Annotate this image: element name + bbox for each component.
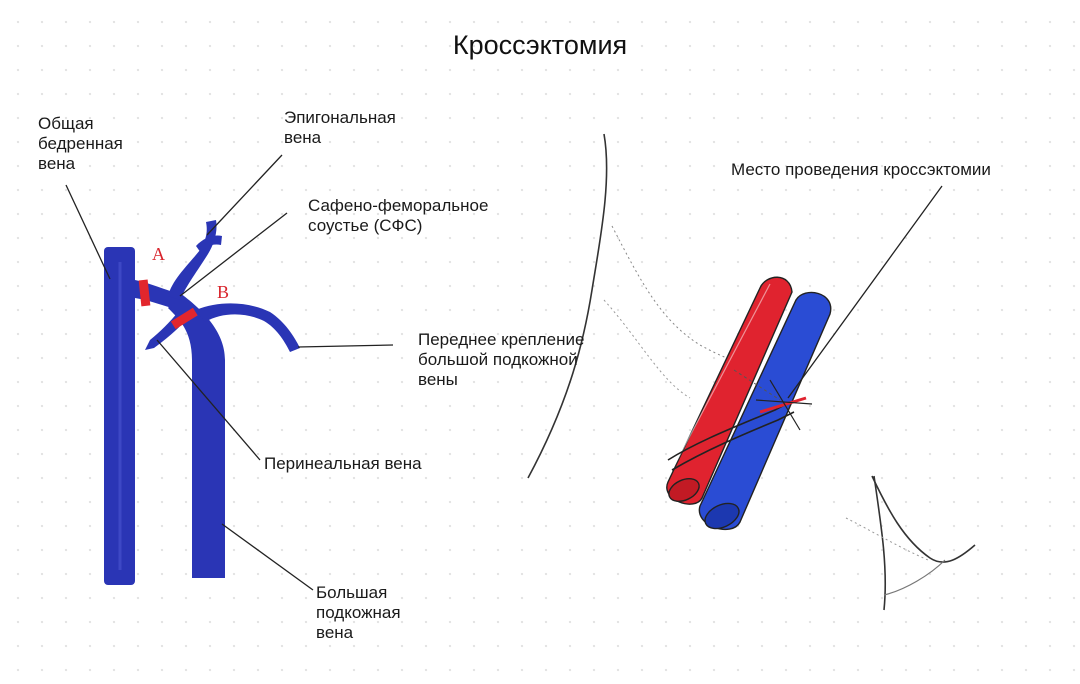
marker-b: B	[217, 282, 230, 302]
label-anterior-accessory: Переднее крепление большой подкожной вен…	[418, 330, 585, 389]
label-epigastric-vein: Эпигональная вена	[284, 108, 396, 147]
label-crossectomy-site: Место проведения кроссэктомии	[731, 160, 991, 179]
label-sfj: Сафено-феморальное соустье (СФС)	[308, 196, 489, 235]
epigastric-branch	[168, 220, 217, 300]
diagram-title: Кроссэктомия	[452, 30, 628, 60]
label-great-saphenous-vein: Большая подкожная вена	[316, 583, 401, 642]
marker-a: A	[152, 244, 165, 264]
great-saphenous-vein	[168, 293, 225, 578]
ligature-a	[138, 279, 151, 307]
surgical-illustration	[527, 133, 976, 611]
label-perineal-vein: Перинеальная вена	[264, 454, 422, 473]
ligature-b	[170, 307, 198, 330]
label-common-femoral-vein: Общая бедренная вена	[38, 114, 123, 173]
anterior-branch	[196, 303, 300, 352]
